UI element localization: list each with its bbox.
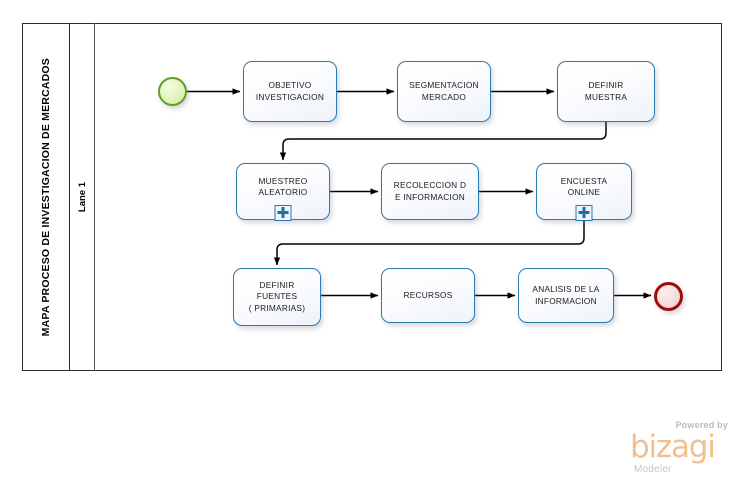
task-label: ANALISIS DE LA INFORMACION [532,284,600,306]
task-segmentacion-mercado[interactable]: SEGMENTACION MERCADO [397,61,491,122]
task-definir-muestra[interactable]: DEFINIR MUESTRA [557,61,655,122]
bizagi-logo: bizagi [630,429,716,465]
task-label: DEFINIR MUESTRA [584,80,628,102]
modeler-label: Modeler [634,464,672,475]
subprocess-plus-icon[interactable] [274,204,292,221]
flow-muestra-muestreo [279,122,607,161]
start-event[interactable] [158,77,187,106]
bizagi-branding: Powered by bizagi Modeler [612,420,734,476]
task-label: RECURSOS [403,289,453,300]
task-definir-fuentes[interactable]: DEFINIR FUENTES ( PRIMARIAS) [233,268,321,326]
task-label: MUESTREO ALEATORIO [258,175,308,198]
task-muestreo-aleatorio[interactable]: MUESTREO ALEATORIO [236,163,330,221]
lane-title: Lane 1 [70,23,95,371]
task-analisis-informacion[interactable]: ANALISIS DE LA INFORMACION [518,268,614,323]
end-event[interactable] [654,282,683,311]
pool-title: MAPA PROCESO DE INVESTIGACION DE MERCADO… [22,23,70,371]
subprocess-plus-icon[interactable] [575,204,593,221]
flow-encuesta-fuentes [273,220,585,266]
task-label: RECOLECCION D E INFORMACION [393,180,467,202]
task-recoleccion-informacion[interactable]: RECOLECCION D E INFORMACION [381,163,479,220]
task-label: DEFINIR FUENTES ( PRIMARIAS) [248,279,306,313]
task-objetivo-investigacion[interactable]: OBJETIVO INVESTIGACION [243,61,337,122]
task-label: OBJETIVO INVESTIGACION [255,80,325,102]
task-label: ENCUESTA ONLINE [560,175,608,198]
task-recursos[interactable]: RECURSOS [381,268,475,323]
task-label: SEGMENTACION MERCADO [409,80,479,102]
task-encuesta-online[interactable]: ENCUESTA ONLINE [536,163,632,221]
powered-by-label: Powered by [675,420,728,430]
